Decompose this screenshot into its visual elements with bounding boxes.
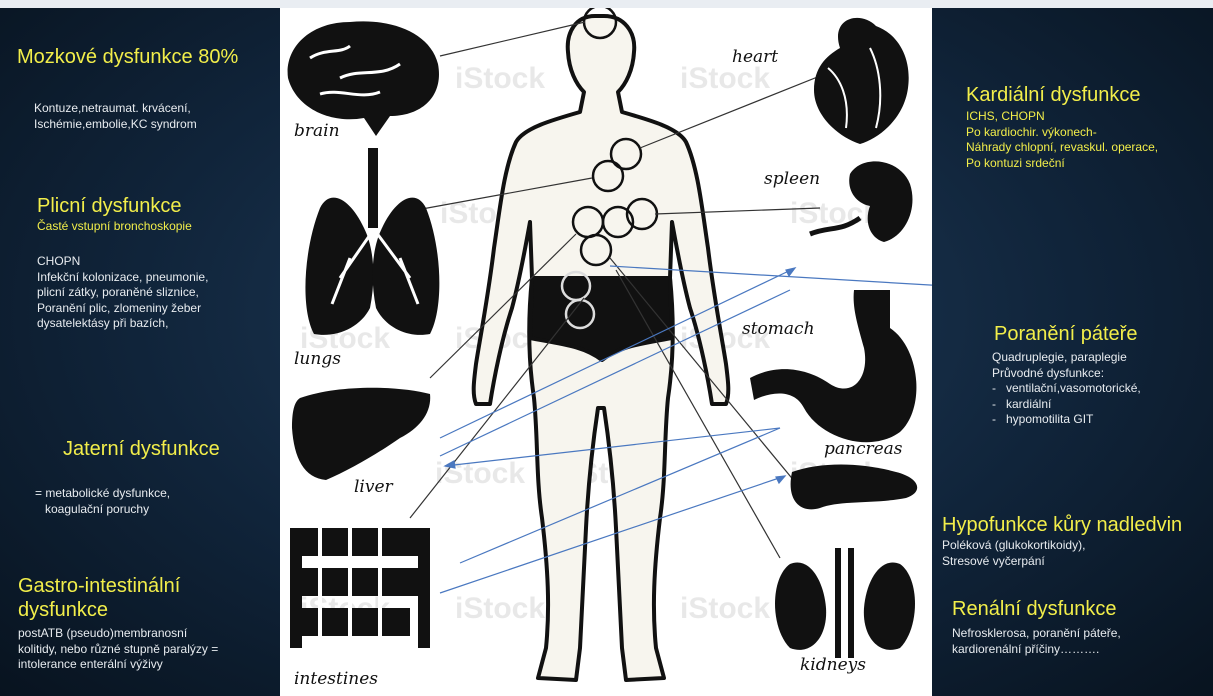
watermark-text: iStock xyxy=(455,62,545,95)
intestines-icon xyxy=(290,528,430,648)
label-lungs: lungs xyxy=(294,349,341,369)
liver-dysfunction-title: Jaterní dysfunkce xyxy=(63,438,220,460)
brain-dysfunction-text: Kontuze,netraumat. krvácení, Ischémie,em… xyxy=(34,101,197,132)
label-pancreas: pancreas xyxy=(824,439,903,459)
liver-icon xyxy=(292,388,430,480)
kidneys-icon xyxy=(775,548,915,658)
watermark-text: iStock xyxy=(455,592,545,625)
adrenal-hypofunction-title: Hypofunkce kůry nadledvin xyxy=(942,514,1182,536)
gi-dysfunction-text: postATB (pseudo)membranosní kolitidy, ne… xyxy=(18,626,218,673)
spine-injury-text: Quadruplegie, paraplegie Průvodné dysfun… xyxy=(992,350,1141,428)
renal-dysfunction-text: Nefrosklerosa, poranění páteře, kardiore… xyxy=(952,626,1121,657)
spine-injury-title: Poranění páteře xyxy=(994,323,1137,345)
liver-dysfunction-text: = metabolické dysfunkce, koagulační poru… xyxy=(35,486,170,517)
label-heart: heart xyxy=(732,47,778,67)
anatomy-figure: iStock iStock iStock iStock iStock iStoc… xyxy=(280,8,932,696)
lung-dysfunction-text: CHOPN Infekční kolonizace, pneumonie, pl… xyxy=(37,254,208,332)
lungs-icon xyxy=(305,148,439,335)
cardiac-dysfunction-text: ICHS, CHOPN Po kardiochir. výkonech- Náh… xyxy=(966,109,1158,171)
label-liver: liver xyxy=(354,477,394,497)
cardiac-dysfunction-title: Kardiální dysfunkce xyxy=(966,84,1141,106)
label-intestines: intestines xyxy=(294,669,378,689)
lung-dysfunction-title: Plicní dysfunkce xyxy=(37,195,182,217)
watermark-text: iStock xyxy=(680,592,770,625)
label-spleen: spleen xyxy=(764,169,820,189)
brain-icon xyxy=(288,21,439,136)
renal-dysfunction-title: Renální dysfunkce xyxy=(952,598,1117,620)
brain-dysfunction-title: Mozkové dysfunkce 80% xyxy=(17,46,238,68)
lung-dysfunction-subtitle: Časté vstupní bronchoskopie xyxy=(37,219,192,233)
label-brain: brain xyxy=(294,121,340,141)
heart-icon xyxy=(814,18,909,144)
adrenal-hypofunction-text: Poléková (glukokortikoidy), Stresové vyč… xyxy=(942,538,1085,569)
stomach-icon xyxy=(750,290,916,442)
gi-dysfunction-title: Gastro-intestinální dysfunkce xyxy=(18,574,180,622)
window-top-bar xyxy=(0,0,1213,8)
pancreas-icon xyxy=(791,465,918,510)
label-stomach: stomach xyxy=(742,319,815,339)
label-kidneys: kidneys xyxy=(800,655,866,675)
